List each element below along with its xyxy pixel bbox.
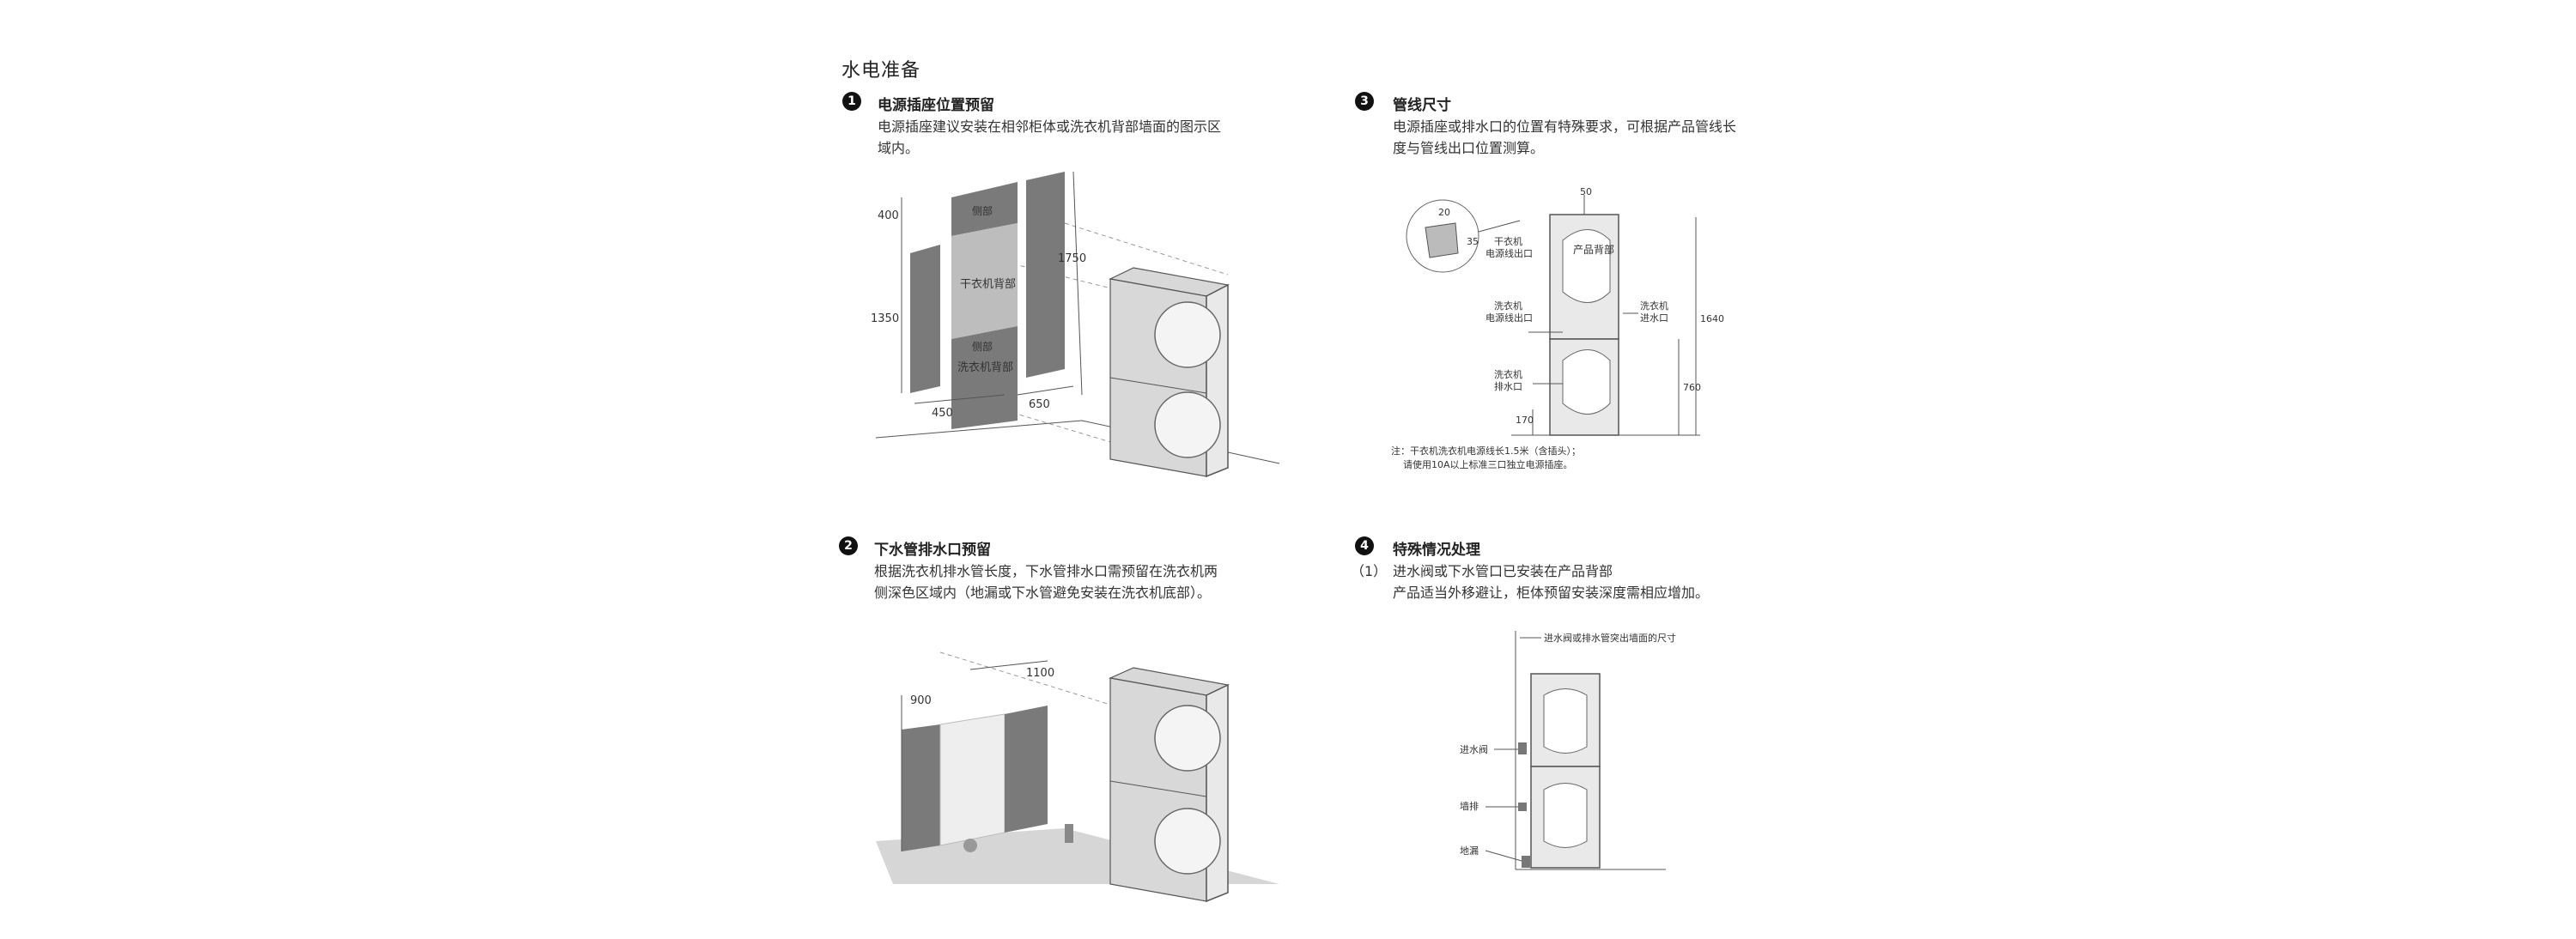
dim-label: 1750: [1058, 252, 1086, 265]
leader-line: [1485, 850, 1522, 862]
dim-line: [1072, 171, 1083, 396]
figure-label: 墙排: [1460, 800, 1479, 812]
drain-pipe-icon: [1065, 824, 1073, 843]
leader-line: [1478, 220, 1521, 233]
product-back-shape: [1562, 229, 1611, 303]
note-line: 注：干衣机洗衣机电源线长1.5米（含插头）；: [1391, 445, 1581, 457]
side-area-left: [910, 245, 940, 393]
pipe-size-illustration: 20 35 产品背部 干衣机 电源线出口 洗衣机 电源线出口 洗衣机 进水口 洗…: [1391, 186, 1724, 470]
note-line: 请使用10A以上标准三口独立电源插座。: [1403, 458, 1573, 470]
figure-label: 电源线出口: [1485, 247, 1533, 259]
figure-label: 电源线出口: [1485, 312, 1533, 324]
figure-label: 洗衣机: [1494, 300, 1522, 312]
section-title-special-cases: 特殊情况处理: [1393, 542, 1480, 559]
area-label: 干衣机背部: [960, 277, 1016, 291]
dryer-door: [1154, 301, 1221, 368]
guide-line: [939, 651, 1109, 705]
stacked-washer-dryer: [1108, 667, 1230, 903]
plug-icon: [1425, 222, 1459, 258]
section-body-drain: 根据洗衣机排水管长度，下水管排水口需预留在洗衣机两 侧深色区域内（地漏或下水管避…: [874, 560, 1218, 603]
body-line: 度与管线出口位置测算。: [1393, 140, 1545, 156]
dim-label: 1100: [1026, 667, 1054, 680]
dryer-back-shape: [1543, 688, 1588, 754]
dim-label: 35: [1467, 236, 1479, 247]
figure-label: 进水口: [1640, 312, 1668, 324]
dim-label: 1640: [1700, 313, 1724, 324]
dim-line: [969, 660, 1048, 670]
dim-label: 50: [1580, 186, 1592, 197]
dim-label: 170: [1516, 415, 1534, 426]
floor-drain-icon: [963, 839, 977, 852]
dim-label: 900: [910, 694, 932, 707]
section-title-drain: 下水管排水口预留: [874, 542, 991, 559]
body-line: 根据洗衣机排水管长度，下水管排水口需预留在洗衣机两: [874, 563, 1218, 579]
washer-door: [1154, 391, 1221, 458]
washer-back-shape: [1543, 783, 1588, 848]
figure-label: 排水口: [1494, 380, 1522, 392]
page-title: 水电准备: [841, 60, 921, 82]
washer-door: [1154, 808, 1221, 875]
section-title-power-socket: 电源插座位置预留: [878, 97, 994, 114]
section-body-pipe-size: 电源插座或排水口的位置有特殊要求，可根据产品管线长 度与管线出口位置测算。: [1393, 116, 1736, 159]
dim-label: 400: [878, 209, 899, 222]
dim-line: [1017, 385, 1074, 396]
section-body-power-socket: 电源插座建议安装在相邻柜体或洗衣机背部墙面的图示区 域内。: [878, 116, 1221, 159]
figure-label: 地漏: [1460, 845, 1479, 857]
body-line: 侧深色区域内（地漏或下水管避免安装在洗衣机底部）。: [874, 585, 1212, 601]
dim-line: [914, 394, 1005, 404]
guide-line: [1064, 222, 1229, 276]
dim-label: 1350: [871, 312, 899, 325]
section-number-2: 2: [839, 536, 858, 555]
section-title-pipe-size: 管线尺寸: [1393, 97, 1451, 114]
power-socket-illustration: 侧部 干衣机背部 侧部 洗衣机背部 400 1350 450 650 1750: [871, 171, 1280, 478]
dryer-back-area: [951, 223, 1018, 339]
dim-label: 450: [932, 407, 953, 420]
inlet-valve-icon: [1518, 742, 1527, 754]
floor-drain-icon: [1522, 856, 1530, 868]
figure-label: 干衣机: [1494, 235, 1522, 247]
section-number-3: 3: [1355, 92, 1374, 111]
figure-label: 洗衣机: [1494, 368, 1522, 380]
drain-area-right: [1005, 706, 1048, 833]
area-label: 侧部: [972, 340, 993, 353]
figure-label: 进水阀或排水管突出墙面的尺寸: [1544, 632, 1676, 644]
dim-label: 650: [1029, 398, 1050, 411]
machine-divider: [1109, 377, 1207, 394]
item-number: （1）: [1351, 563, 1388, 579]
drain-illustration: 900 1100: [876, 651, 1279, 903]
dim-label: 20: [1438, 207, 1450, 218]
dim-label: 760: [1683, 382, 1701, 393]
area-label: 侧部: [972, 204, 993, 217]
washer-back-area: [951, 326, 1018, 429]
body-line: 产品适当外移避让，柜体预留安装深度需相应增加。: [1393, 585, 1710, 601]
side-area-right: [1026, 172, 1065, 378]
machine-divider: [1109, 780, 1207, 797]
section-number-4: 4: [1355, 536, 1374, 555]
body-line: 电源插座建议安装在相邻柜体或洗衣机背部墙面的图示区: [878, 118, 1222, 135]
top-area: [951, 182, 1018, 236]
figure-label: 产品背部: [1573, 243, 1614, 256]
body-line: 电源插座或排水口的位置有特殊要求，可根据产品管线长: [1393, 118, 1737, 135]
special-case-illustration: 进水阀或排水管突出墙面的尺寸 进水阀 墙排 地漏: [1460, 631, 1676, 870]
section-number-1: 1: [842, 92, 861, 111]
figure-label: 进水阀: [1460, 743, 1488, 755]
guide-line: [952, 394, 1126, 447]
drain-area-left: [902, 724, 940, 851]
body-line: 域内。: [878, 140, 920, 156]
figure-label: 洗衣机: [1640, 300, 1668, 312]
machine-back-area: [939, 713, 1005, 846]
stacked-washer-dryer: [1109, 267, 1230, 478]
wall-drain-icon: [1518, 803, 1527, 811]
floor-line: [875, 420, 1083, 439]
body-line: 进水阀或下水管口已安装在产品背部: [1393, 563, 1613, 579]
area-label: 洗衣机背部: [957, 360, 1013, 374]
section-body-special-cases: 进水阀或下水管口已安装在产品背部 产品适当外移避让，柜体预留安装深度需相应增加。: [1393, 560, 1709, 603]
dryer-door: [1154, 705, 1221, 772]
washer-back-shape: [1562, 349, 1611, 415]
